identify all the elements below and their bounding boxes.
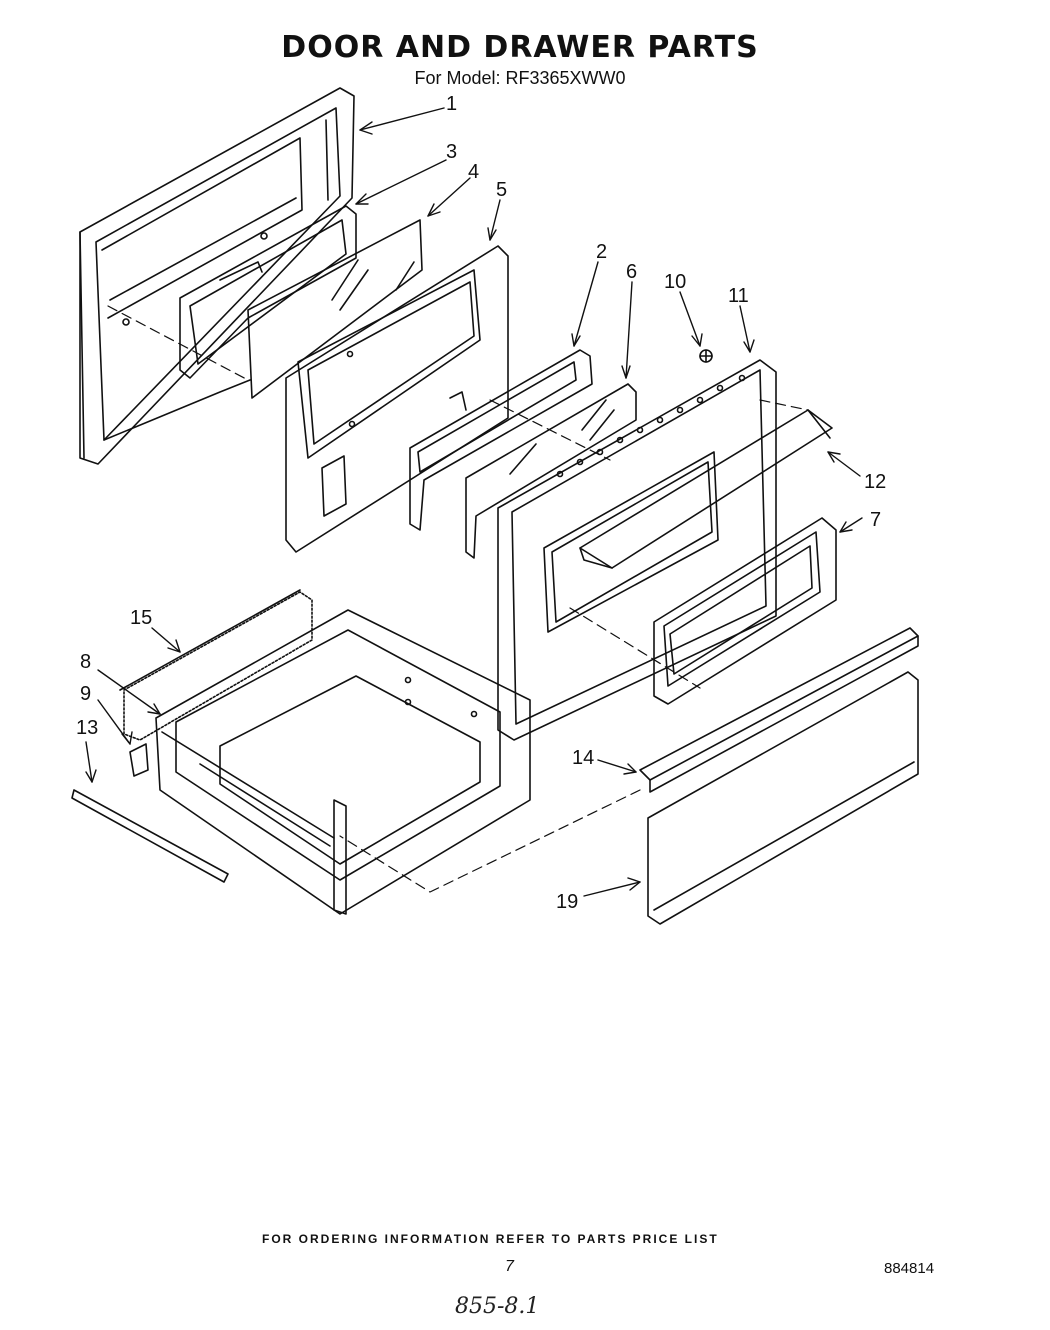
part-drawer-panel-19: [647, 671, 919, 925]
exploded-parts-diagram: 1 3 4 5 2 6 10 11 12 7 15 8 9 13 14 19: [71, 87, 919, 925]
callout-8: 8: [80, 651, 91, 673]
page-title: DOOR AND DRAWER PARTS: [281, 30, 759, 65]
part-door-frame-3: [179, 205, 357, 379]
callout-2: 2: [596, 241, 607, 263]
part-door-liner-11: [497, 359, 777, 741]
model-subtitle: For Model: RF3365XWW0: [414, 68, 626, 88]
callout-13: 13: [76, 717, 98, 739]
part-insulation-15: [119, 589, 313, 741]
leader-lines: [85, 107, 863, 897]
callout-14: 14: [572, 747, 594, 769]
part-drawer-8: [155, 609, 531, 915]
callout-11: 11: [728, 285, 749, 307]
part-screw-10: [699, 349, 713, 363]
callout-6: 6: [626, 261, 637, 283]
callout-3: 3: [446, 141, 457, 163]
part-vent-gasket-7: [653, 517, 837, 705]
callout-5: 5: [496, 179, 507, 201]
part-glass-panel-6: [465, 383, 637, 559]
part-code: 884814: [884, 1260, 935, 1277]
part-window-frame-2: [409, 349, 593, 531]
page-number: 7: [505, 1258, 514, 1275]
callout-12: 12: [864, 471, 886, 493]
callout-19: 19: [556, 891, 578, 913]
callout-9: 9: [80, 683, 91, 705]
part-inner-door-panel-5: [285, 245, 509, 553]
callout-1: 1: [446, 93, 457, 115]
part-glass-panel-4: [247, 219, 423, 399]
alignment-lines: [107, 305, 809, 893]
callout-labels: 1 3 4 5 2 6 10 11 12 7 15 8 9 13 14 19: [76, 93, 886, 913]
callout-7: 7: [870, 509, 881, 531]
handwritten-note: 855-8.1: [455, 1294, 540, 1319]
part-handle-12: [579, 409, 833, 569]
ordering-note: FOR ORDERING INFORMATION REFER TO PARTS …: [262, 1232, 719, 1246]
callout-10: 10: [664, 271, 686, 293]
part-outer-door-panel: [79, 87, 355, 465]
part-trim-14: [639, 627, 919, 793]
part-bracket-9: [129, 743, 149, 777]
callout-15: 15: [130, 607, 152, 629]
callout-4: 4: [468, 161, 479, 183]
part-rail-13: [71, 789, 229, 883]
